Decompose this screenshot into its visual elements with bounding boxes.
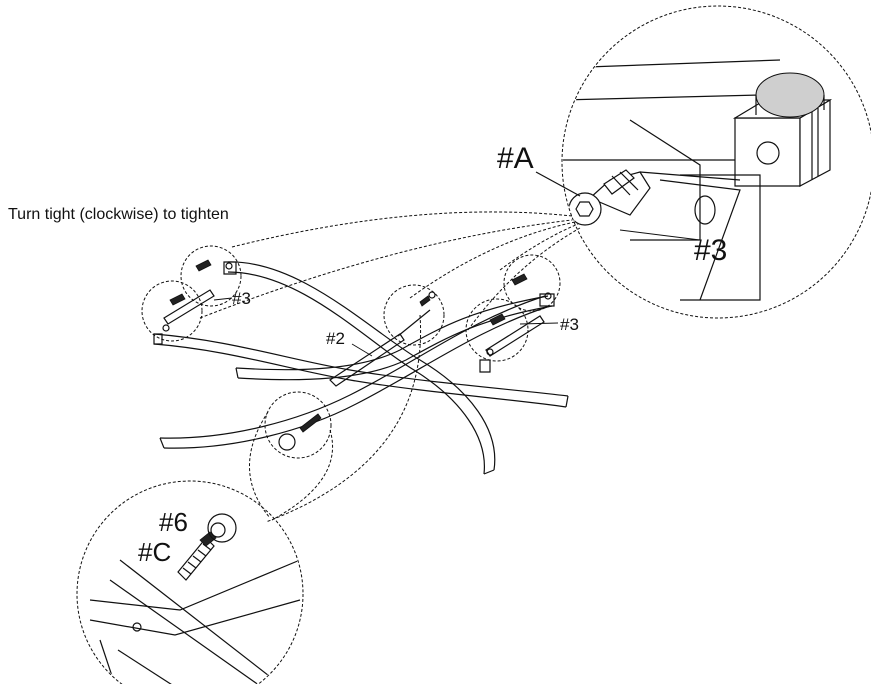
detail-circle-center [383, 284, 445, 346]
detail-circle-right-upper [503, 254, 561, 312]
detail-circle-right-lower [465, 298, 529, 362]
label-cap: #6 [159, 507, 188, 537]
label-crossbar: #2 [326, 329, 345, 348]
label-bracket-zoom: #3 [694, 234, 727, 267]
frame-assembly [153, 261, 569, 475]
detail-circle-left-lower [141, 280, 203, 342]
leader-bracket-left [213, 297, 233, 301]
label-bolt-c: #C [138, 537, 171, 567]
zoom-detail-bolt-c [76, 480, 304, 684]
label-bolt-a: #A [497, 142, 534, 175]
leader-crossbar [351, 343, 373, 357]
instruction-caption: Turn tight (clockwise) to tighten [8, 206, 229, 223]
label-bracket-left: #3 [232, 289, 251, 308]
detail-circle-lower [264, 391, 332, 459]
zoom-detail-bolt-a [535, 5, 871, 319]
label-bracket-right: #3 [560, 315, 579, 334]
detail-circle-left-upper [180, 245, 242, 307]
leader-bracket-right [519, 322, 559, 325]
